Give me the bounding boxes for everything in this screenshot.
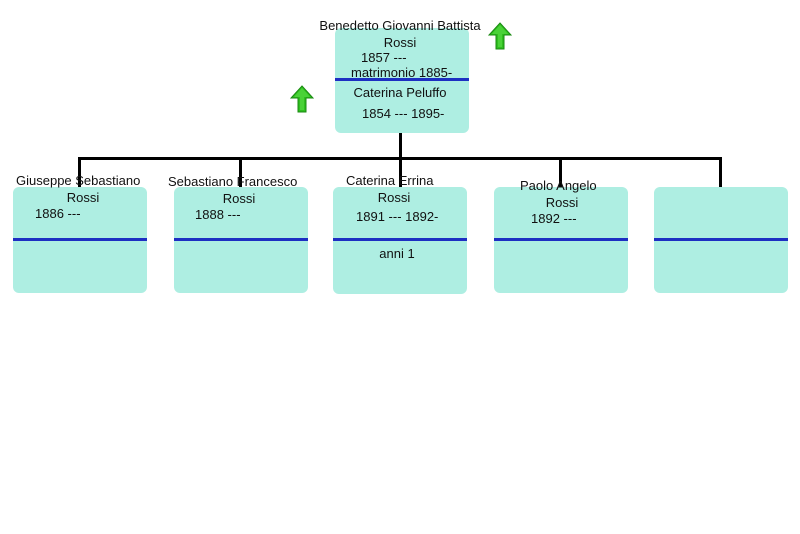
child-divider-4: [494, 238, 628, 241]
child-divider-2: [174, 238, 308, 241]
child-note-3: anni 1: [379, 246, 415, 261]
green-up-arrow-icon[interactable]: [488, 22, 512, 50]
parent-stem-line: [399, 132, 402, 159]
child-dates-3: 1891 --- 1892-: [356, 209, 439, 224]
green-up-arrow-icon[interactable]: [290, 85, 314, 113]
child-drop-line-2: [239, 157, 242, 187]
child-given-name-3: Caterina Errina: [346, 173, 434, 188]
child-surname-2: Rossi: [222, 191, 256, 206]
parents-divider: [335, 78, 469, 81]
mother-dates: 1854 --- 1895-: [362, 106, 445, 121]
father-surname: Rossi: [383, 35, 417, 50]
child-divider-1: [13, 238, 147, 241]
child-divider-3: [333, 238, 467, 241]
child-dates-4: 1892 ---: [531, 211, 577, 226]
child-drop-line-4: [559, 157, 562, 187]
marriage-label: matrimonio 1885-: [351, 65, 453, 80]
child-divider-5: [654, 238, 788, 241]
child-surname-4: Rossi: [545, 195, 579, 210]
child-dates-1: 1886 ---: [35, 206, 81, 221]
child-given-name-2: Sebastiano Francesco: [168, 174, 298, 189]
child-surname-3: Rossi: [377, 190, 411, 205]
child-drop-line-3: [399, 157, 402, 187]
child-given-name-4: Paolo Angelo: [520, 178, 597, 193]
child-surname-1: Rossi: [66, 190, 100, 205]
child-drop-line-1: [78, 157, 81, 187]
father-given-name: Benedetto Giovanni Battista: [319, 18, 481, 33]
father-dates: 1857 ---: [361, 50, 407, 65]
mother-name: Caterina Peluffo: [353, 85, 447, 100]
child-drop-line-5: [719, 157, 722, 187]
child-given-name-1: Giuseppe Sebastiano: [16, 173, 141, 188]
child-dates-2: 1888 ---: [195, 207, 241, 222]
